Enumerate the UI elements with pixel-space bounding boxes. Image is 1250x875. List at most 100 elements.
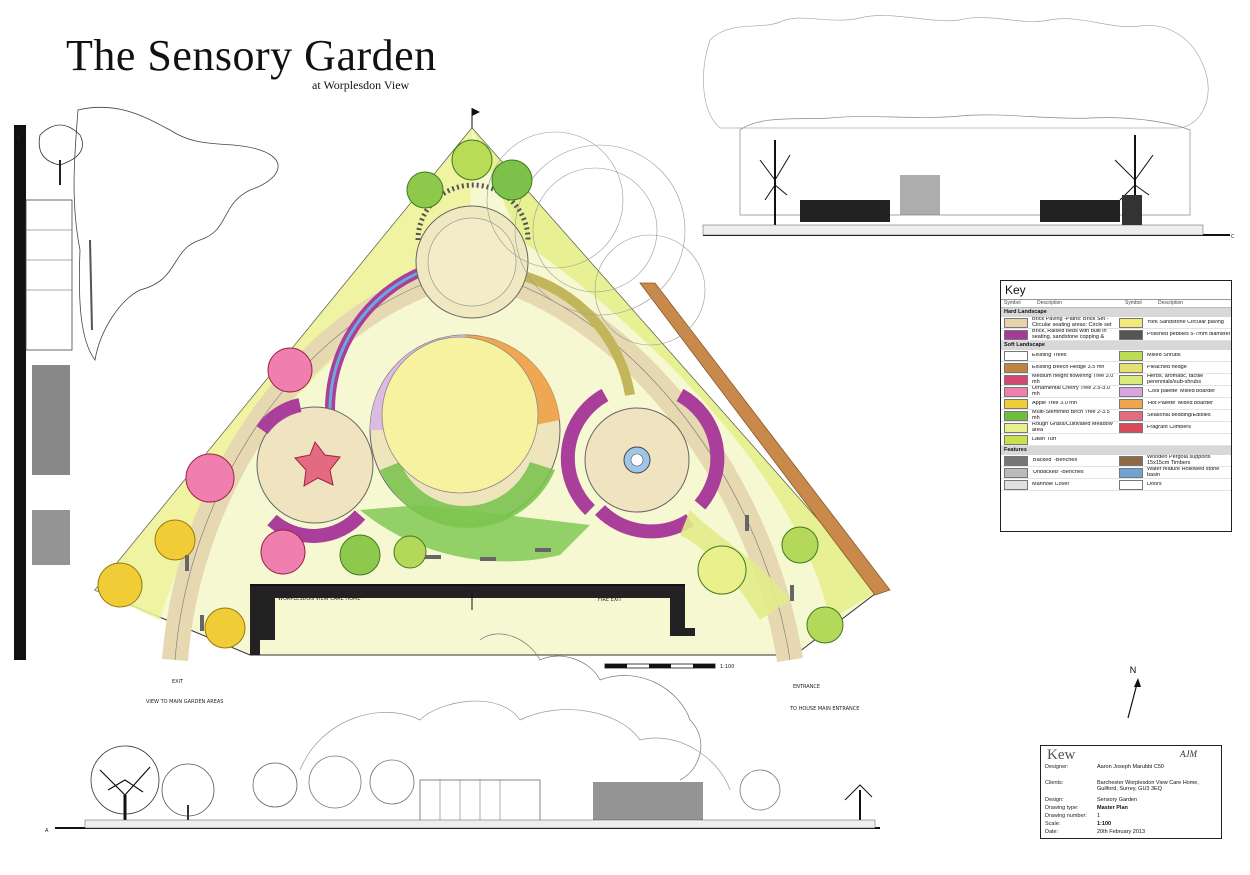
key-entry: Water feature Hollowed stone basin [1116,467,1231,478]
key-symbol-swatch [1004,422,1028,433]
key-entry: Pleached hedge [1116,362,1231,373]
key-entry: Apple Tree 3.0 mh [1001,398,1116,409]
key-row: 'Backed' -Benches Wooden Pergola supports… [1001,455,1231,467]
tb-clients-row: Clients: Barchester Worplesdon View Care… [1045,780,1217,793]
key-symbol-swatch [1119,317,1143,328]
key-row: Brick Paving -Paths: Brick Set -Circular… [1001,317,1231,329]
key-title: Key [1001,281,1231,300]
tb-drawing-number-value: 1 [1097,813,1101,819]
key-entry-description: Lawn Turf [1032,436,1057,442]
scale-bar-label: 1:100 [720,664,734,670]
key-symbol-swatch [1119,398,1143,409]
key-symbol-swatch [1119,410,1143,421]
key-entry-description: Apple Tree 3.0 mh [1032,400,1077,406]
key-symbol-swatch [1004,350,1028,361]
page-subtitle: at Worplesdon View [312,78,410,92]
key-entry-description: 'Backed' -Benches [1032,457,1078,463]
tb-drawing-type-row: Drawing type: Master Plan [1045,805,1217,811]
key-entry-description: Brick Paving -Paths: Brick Set -Circular… [1032,317,1112,328]
key-entry: Medium height flowering Tree 3.0 mh [1001,374,1116,385]
tb-drawing-number-row: Drawing number: 1 [1045,813,1217,819]
key-entry: Mixed Shrubs [1116,350,1231,361]
tb-drawing-type-value: Master Plan [1097,805,1128,811]
key-entry: Fragrant Climbers [1116,422,1231,433]
key-entry: 'Backed' -Benches [1001,455,1116,466]
key-symbol-swatch [1119,455,1143,466]
key-entry-description: Fragrant Climbers [1147,424,1192,430]
key-col-description: Description [1037,300,1063,306]
key-section-header: Soft Landscape [1001,341,1231,350]
left-elevation [14,106,279,660]
key-entry: Herbs, aromatic, tactile perennials/sub-… [1116,374,1231,385]
key-entry: Doors [1116,479,1231,490]
key-entry: Existing Beech Hedge 3.5 mh [1001,362,1116,373]
key-entry-description: Existing Beech Hedge 3.5 mh [1032,364,1105,370]
tb-date-value: 20th February 2013 [1097,829,1146,835]
exit-left-label: EXIT [172,679,184,685]
tb-designer-value: Aaron Joseph Marubbi C50 [1097,764,1164,770]
top-right-elevation [702,15,1230,236]
key-row: Rough Grass/Cultivated Meadow area Fragra… [1001,422,1231,434]
key-entry: Manhole Cover [1001,479,1116,490]
key-symbol-swatch [1004,386,1028,397]
key-symbol-swatch [1119,350,1143,361]
key-column-headers: Symbol Description Symbol Description [1001,300,1231,308]
north-label: N [1130,665,1137,675]
key-symbol-swatch [1004,329,1028,340]
key-symbol-swatch [1004,410,1028,421]
fire-exit-label: FIRE EXIT [598,597,623,603]
key-entry-description: Brick, Raised beds with built in seating… [1032,329,1107,340]
key-symbol-swatch [1119,386,1143,397]
key-symbol-swatch [1004,374,1028,385]
key-symbol-swatch [1119,479,1143,490]
key-entry-description: Polished pebbles 5-7mm diameter [1147,331,1231,337]
north-arrow-icon: N [1127,665,1141,719]
tb-scale-value: 1:100 [1097,821,1112,827]
key-entry-description: Multi-Stemmed Birch Tree 2-3.5 mh [1032,410,1110,421]
view-left-label: VIEW TO MAIN GARDEN AREAS [146,699,223,705]
key-col-symbol-2: Symbol [1125,300,1142,306]
key-entry-description: Herbs, aromatic, tactile perennials/sub-… [1147,374,1204,385]
key-entry-description: Wooden Pergola supports 15x15cm Timbers [1147,455,1211,466]
key-symbol-swatch [1004,362,1028,373]
key-entry-description: Water feature Hollowed stone basin [1147,467,1220,478]
tb-designer-row: Designer: Aaron Joseph Marubbi C50 [1045,764,1217,770]
key-symbol-swatch [1119,374,1143,385]
tb-designer-label: Designer: [1045,764,1069,770]
key-entry: Polished pebbles 5-7mm diameter [1116,329,1231,340]
key-entry-description: 'Unbacked' -Benches [1032,469,1084,475]
key-row: Multi-Stemmed Birch Tree 2-3.5 mh Seasona… [1001,410,1231,422]
key-col-description-2: Description [1158,300,1184,306]
tb-design-label: Design: [1045,797,1064,803]
key-entry-description: Ornamental Cherry Tree 2.5-3.0 mh [1032,386,1110,397]
key-entry: Seasonal bedding/Edibles [1116,410,1231,421]
key-entry-description: Mixed Shrubs [1147,352,1181,358]
key-symbol-swatch [1119,329,1143,340]
key-entry: Lawn Turf [1001,434,1116,445]
title-block: Kew AJM Designer: Aaron Joseph Marubbi C… [1040,745,1222,839]
view-right-label: TO HOUSE MAIN ENTRANCE [789,706,859,712]
tb-date-row: Date: 20th February 2013 [1045,829,1217,835]
key-entry: Rough Grass/Cultivated Meadow area [1001,422,1116,433]
tb-scale-row: Scale: 1:100 [1045,821,1217,827]
bottom-elevation [55,633,880,829]
tb-date-label: Date: [1045,829,1059,835]
key-entry: 'Hot Palette' Mixed boarder [1116,398,1231,409]
key-entry [1116,434,1231,445]
key-row: Lawn Turf [1001,434,1231,446]
building-label: WORPLESDON VIEW CARE HOME [278,596,361,602]
key-col-symbol: Symbol [1004,300,1021,306]
key-entry-description: Rough Grass/Cultivated Meadow area [1032,422,1113,433]
key-symbol-swatch [1004,398,1028,409]
key-entry: Ornamental Cherry Tree 2.5-3.0 mh [1001,386,1116,397]
key-entry: Multi-Stemmed Birch Tree 2-3.5 mh [1001,410,1116,421]
key-row: Brick, Raised beds with built in seating… [1001,329,1231,341]
key-entry-description: Medium height flowering Tree 3.0 mh [1032,374,1114,385]
key-entry: Existing Trees [1001,350,1116,361]
key-section-header: Hard Landscape [1001,308,1231,317]
key-entry-description: Pleached hedge [1147,364,1187,370]
key-row: Existing Trees Mixed Shrubs [1001,350,1231,362]
